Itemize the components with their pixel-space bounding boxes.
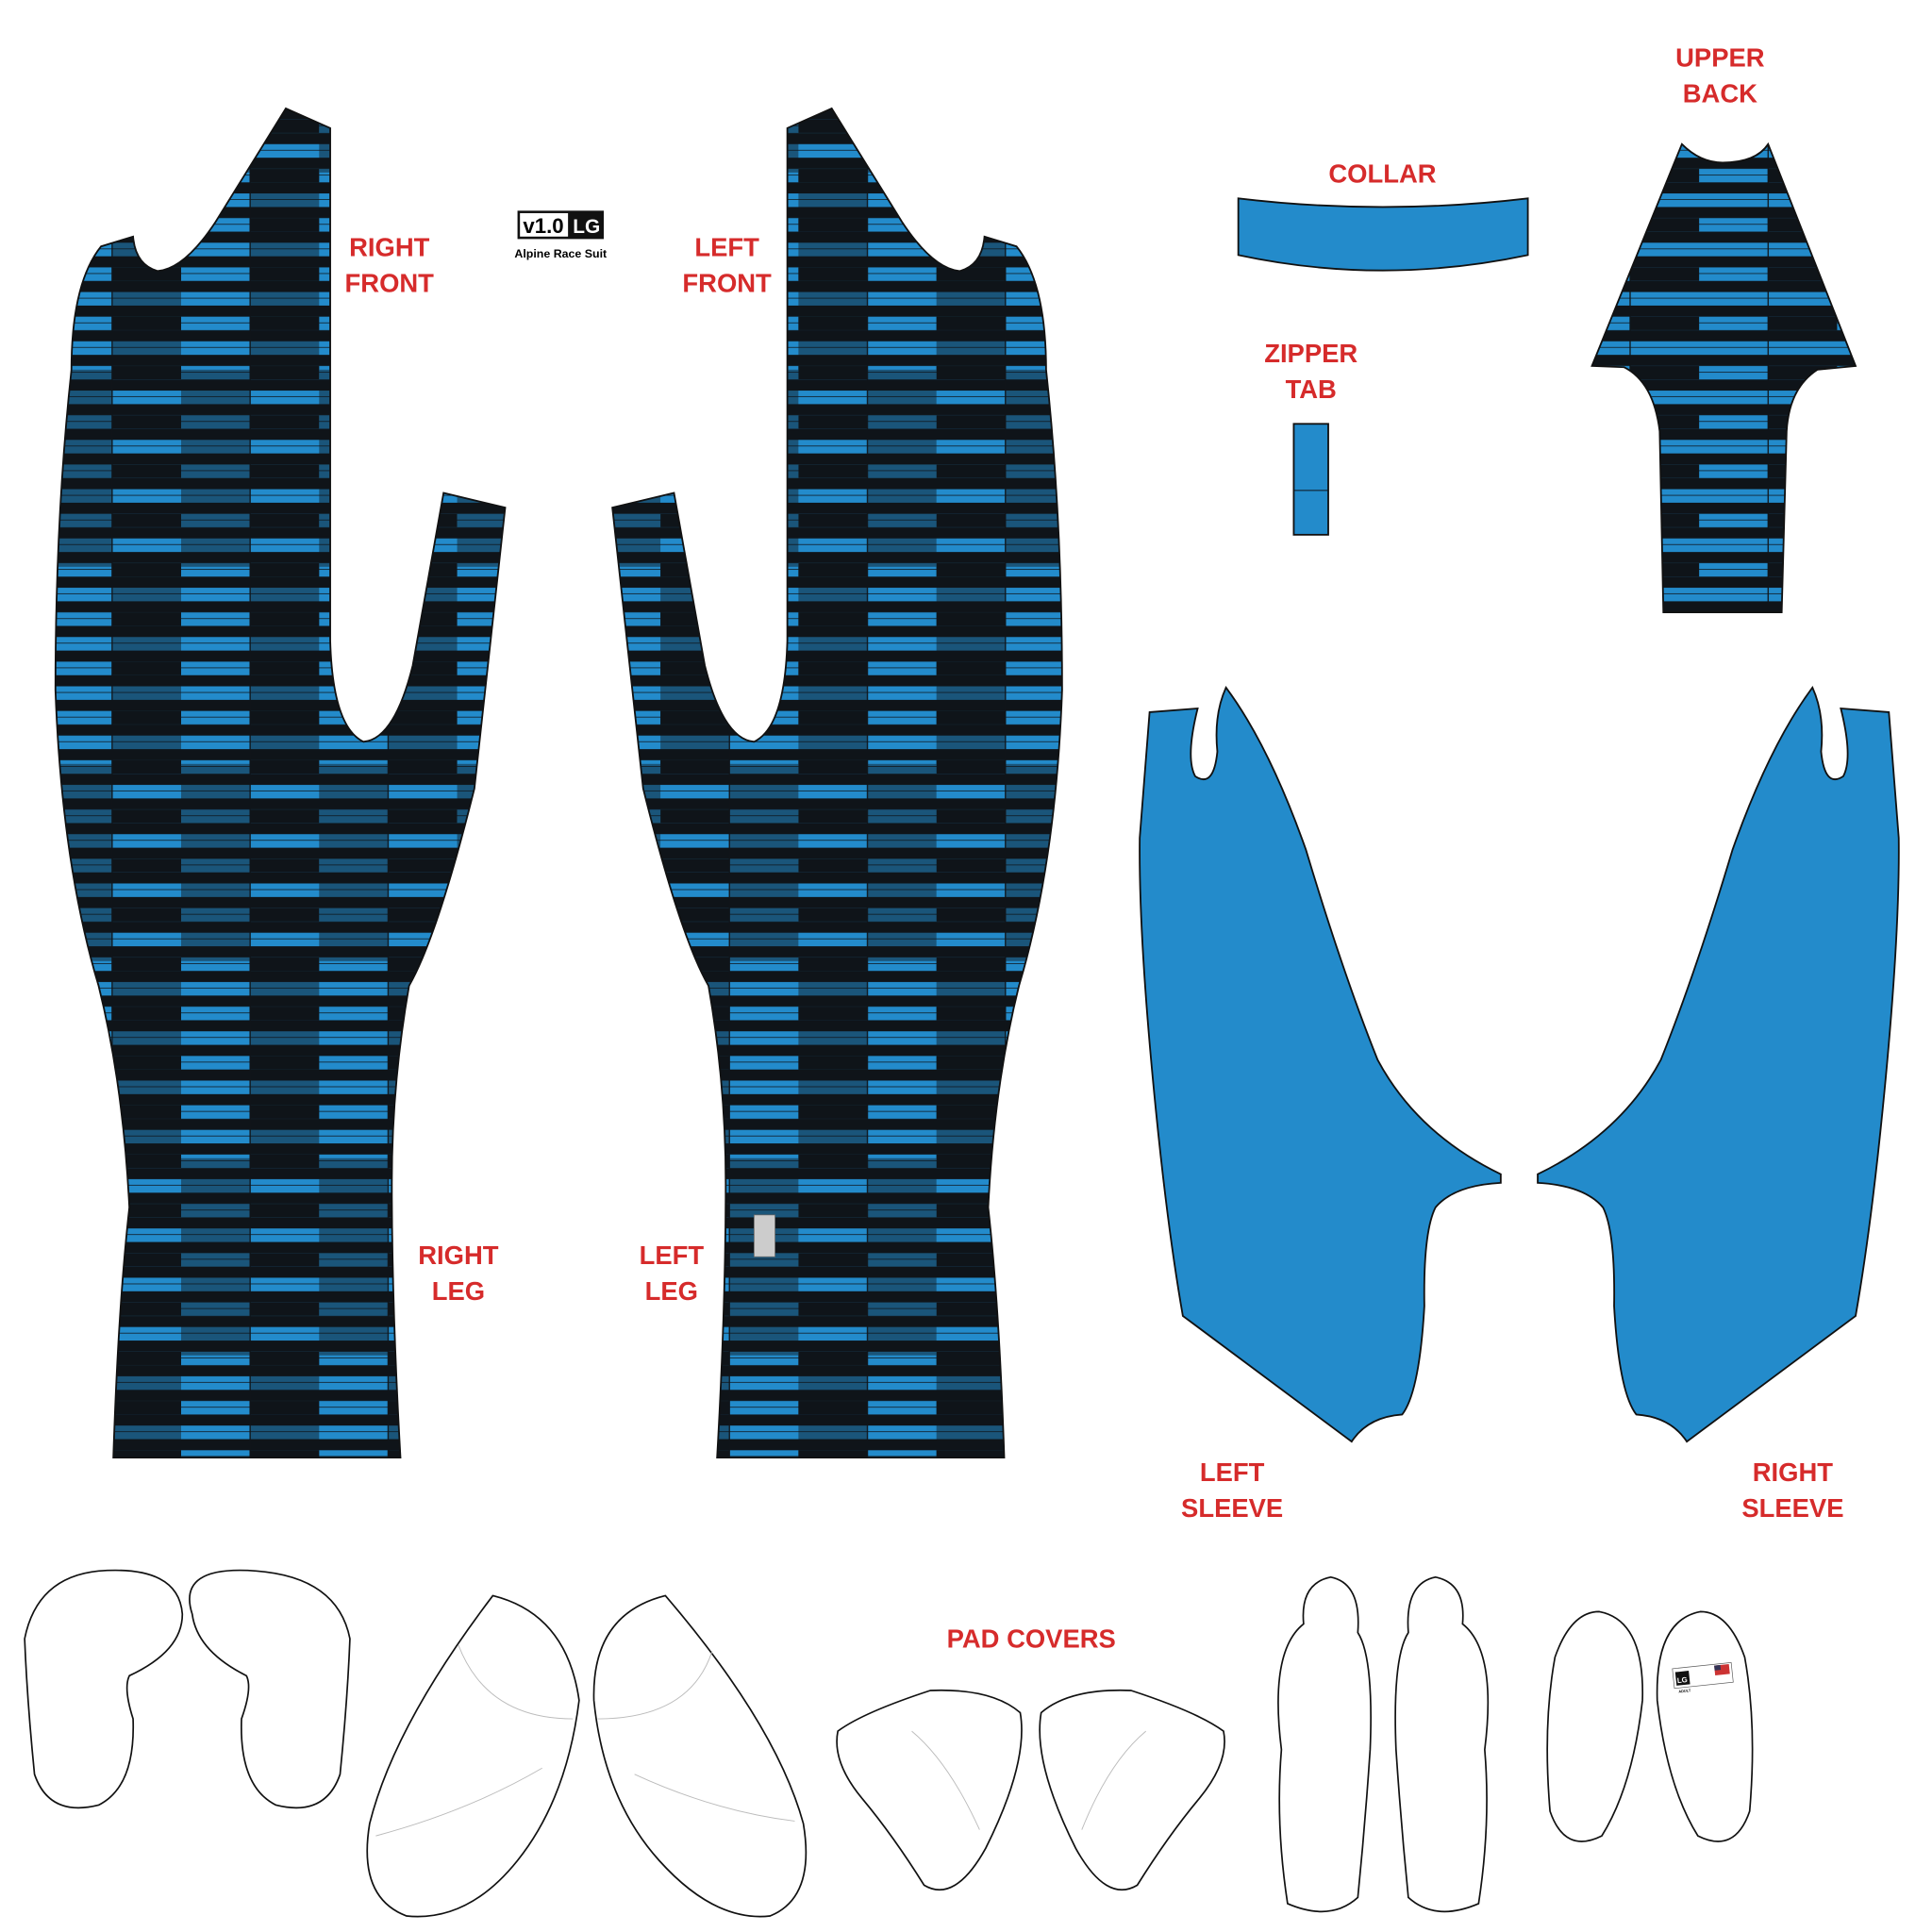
label-left-front-2: FRONT [682, 269, 772, 298]
label-upper-back-1: UPPER [1675, 43, 1765, 73]
label-zipper-tab-1: ZIPPER [1264, 339, 1357, 368]
label-zipper-tab-2: TAB [1286, 375, 1337, 404]
right-sleeve-piece [1537, 686, 1900, 1443]
pad-cover-shoulder-left [189, 1569, 351, 1809]
right-front-piece [54, 107, 507, 1459]
tag-size: LG [1676, 1675, 1688, 1685]
badge-size: LG [573, 216, 600, 238]
pad-cover-hip-left [1039, 1689, 1225, 1890]
pad-cover-forearm-right [1546, 1610, 1643, 1842]
upper-back-piece [1591, 142, 1857, 614]
label-pad-covers: PAD COVERS [947, 1624, 1116, 1653]
pad-cover-shoulder-right [24, 1569, 184, 1809]
tag-size-sub: ADULT [1678, 1688, 1691, 1693]
pad-cover-hip-right [836, 1689, 1023, 1890]
label-right-front-1: RIGHT [349, 233, 430, 262]
label-left-front-1: LEFT [694, 233, 759, 262]
badge-version: v1.0 [523, 214, 563, 238]
pad-covers: LG ADULT [24, 1569, 1754, 1918]
label-right-front-2: FRONT [345, 269, 435, 298]
size-tag-swatch [753, 1214, 775, 1257]
pad-cover-forearm-left [1656, 1610, 1754, 1842]
label-left-sleeve-2: SLEEVE [1181, 1493, 1283, 1523]
label-right-sleeve-2: SLEEVE [1741, 1493, 1843, 1523]
pad-cover-knee-left [592, 1594, 808, 1918]
label-upper-back-2: BACK [1683, 78, 1757, 108]
pad-cover-elbow-left [1394, 1575, 1490, 1913]
pad-cover-knee-right [366, 1594, 580, 1918]
size-tag: LG ADULT [1672, 1662, 1734, 1693]
version-badge: v1.0 LG Alpine Race Suit [514, 210, 607, 260]
label-right-sleeve-1: RIGHT [1753, 1457, 1834, 1487]
label-left-leg-1: LEFT [640, 1241, 705, 1270]
zipper-tab-piece [1292, 423, 1329, 536]
label-left-leg-2: LEG [645, 1276, 698, 1306]
label-collar: COLLAR [1328, 158, 1436, 188]
label-right-leg-1: RIGHT [418, 1241, 499, 1270]
pad-cover-elbow-right [1277, 1575, 1372, 1913]
badge-product: Alpine Race Suit [514, 247, 607, 260]
label-left-sleeve-1: LEFT [1200, 1457, 1265, 1487]
label-right-leg-2: LEG [432, 1276, 485, 1306]
collar-piece [1237, 197, 1529, 272]
left-sleeve-piece [1139, 686, 1502, 1443]
left-front-piece [611, 107, 1063, 1459]
